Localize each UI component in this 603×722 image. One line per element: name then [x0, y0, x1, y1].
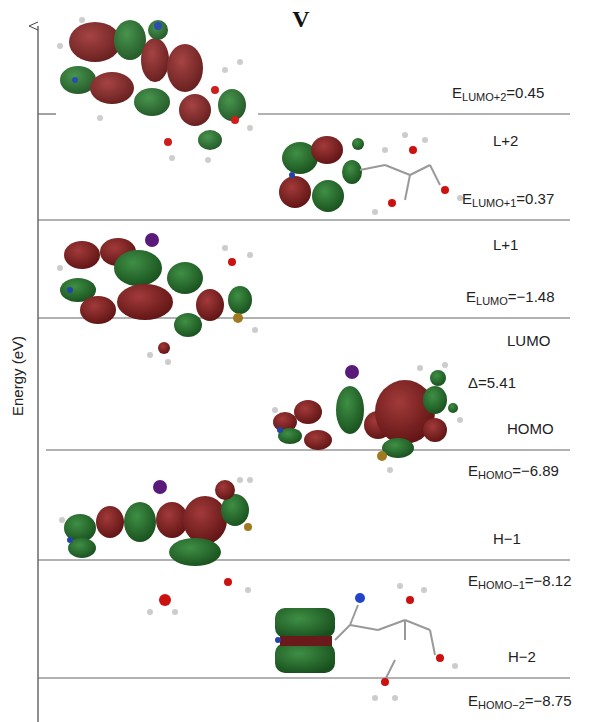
axis-label: Energy (eV) — [9, 336, 27, 416]
energy-value: EHOMO=−6.89 — [468, 462, 559, 480]
level-name: LUMO — [507, 332, 550, 350]
energy-value: ELUMO=−1.48 — [466, 288, 555, 306]
gap-value: Δ=5.41 — [468, 374, 516, 392]
orbital-homo — [272, 362, 463, 473]
level-name: H−2 — [508, 648, 536, 666]
orbital-lumo1 — [279, 132, 463, 215]
orbital-lumo — [57, 233, 258, 365]
diagram-title: V — [292, 6, 309, 32]
level-name: L+1 — [493, 236, 518, 254]
orbital-homo1 — [59, 477, 253, 615]
level-name: HOMO — [507, 420, 554, 438]
energy-value: EHOMO−1=−8.12 — [468, 572, 572, 590]
energy-levels — [38, 114, 570, 678]
orbital-lumo2 — [57, 17, 253, 163]
level-name: H−1 — [493, 530, 521, 548]
orbital-homo2 — [275, 583, 458, 701]
energy-value: EHOMO−2=−8.75 — [468, 692, 572, 710]
level-name: L+2 — [493, 132, 518, 150]
energy-axis — [37, 26, 38, 722]
energy-value: ELUMO+2=0.45 — [452, 84, 544, 102]
energy-value: ELUMO+1=0.37 — [462, 190, 554, 208]
